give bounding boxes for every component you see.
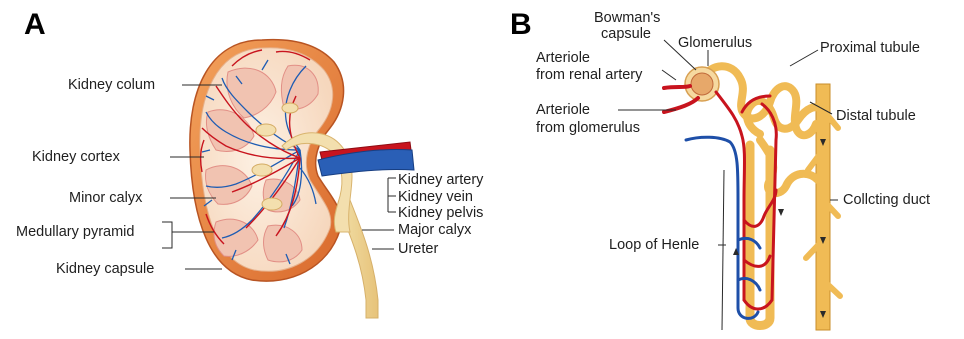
label-collecting-duct: Collcting duct	[843, 192, 930, 208]
glomerulus	[691, 73, 713, 95]
label-bowmans-capsule-line2: capsule	[601, 26, 651, 42]
loop-of-henle-tube	[750, 145, 770, 326]
label-arteriole-glomerulus-line1: Arteriole	[536, 102, 590, 118]
label-bowmans-capsule-line1: Bowman's	[594, 10, 660, 26]
label-loop-of-henle: Loop of Henle	[609, 237, 699, 253]
label-kidney-pelvis: Kidney pelvis	[398, 205, 483, 221]
label-kidney-cortex: Kidney cortex	[32, 149, 120, 165]
label-arteriole-renal-line2: from renal artery	[536, 67, 642, 83]
label-minor-calyx: Minor calyx	[69, 190, 142, 206]
label-arteriole-renal-line1: Arteriole	[536, 50, 590, 66]
label-kidney-vein: Kidney vein	[398, 189, 473, 205]
label-kidney-column: Kidney colum	[68, 77, 155, 93]
label-ureter: Ureter	[398, 241, 438, 257]
label-distal-tubule: Distal tubule	[836, 108, 916, 124]
label-medullary-pyramid: Medullary pyramid	[16, 224, 134, 240]
label-kidney-artery: Kidney artery	[398, 172, 483, 188]
label-glomerulus: Glomerulus	[678, 35, 752, 51]
label-major-calyx: Major calyx	[398, 222, 471, 238]
label-proximal-tubule: Proximal tubule	[820, 40, 920, 56]
panel-a-letter: A	[24, 8, 46, 42]
panel-b-letter: B	[510, 8, 532, 42]
label-arteriole-glomerulus-line2: from glomerulus	[536, 120, 640, 136]
panel-b-leader-lines	[618, 40, 838, 330]
label-kidney-capsule: Kidney capsule	[56, 261, 154, 277]
